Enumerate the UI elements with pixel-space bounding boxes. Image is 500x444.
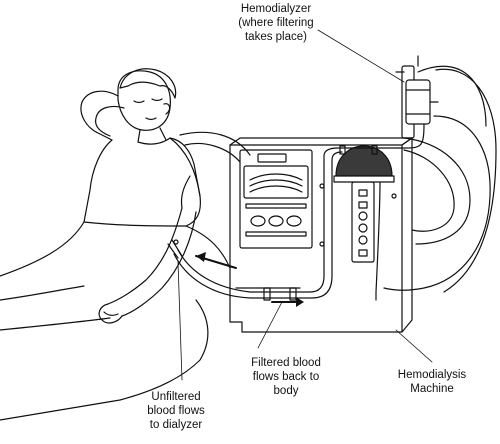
catheter: [167, 239, 183, 259]
blood-tubing: [173, 65, 497, 301]
flow-arrow-to-machine: [271, 297, 304, 307]
label-filtered-3: body: [274, 385, 299, 397]
label-dialyzer-3: takes place): [245, 31, 307, 43]
label-filtered-1: Filtered blood: [251, 357, 321, 369]
label-filtered-2: flows back to: [253, 371, 319, 383]
patient-figure: [0, 68, 251, 421]
label-unfiltered-1: Unfiltered: [151, 391, 200, 403]
label-leaders: [177, 29, 433, 381]
hemodialysis-machine: [229, 137, 413, 333]
hemodialyzer-device: [395, 55, 439, 139]
flow-arrow-to-body: [195, 252, 237, 269]
label-unfiltered-3: to dialyzer: [150, 419, 203, 431]
label-dialyzer-1: Hemodialyzer: [241, 3, 311, 15]
labels: Hemodialyzer (where filtering takes plac…: [147, 3, 466, 431]
label-machine-2: Machine: [410, 383, 453, 395]
label-unfiltered-2: blood flows: [147, 405, 205, 417]
label-machine-1: Hemodialysis: [398, 369, 467, 381]
label-dialyzer-2: (where filtering: [238, 17, 313, 29]
